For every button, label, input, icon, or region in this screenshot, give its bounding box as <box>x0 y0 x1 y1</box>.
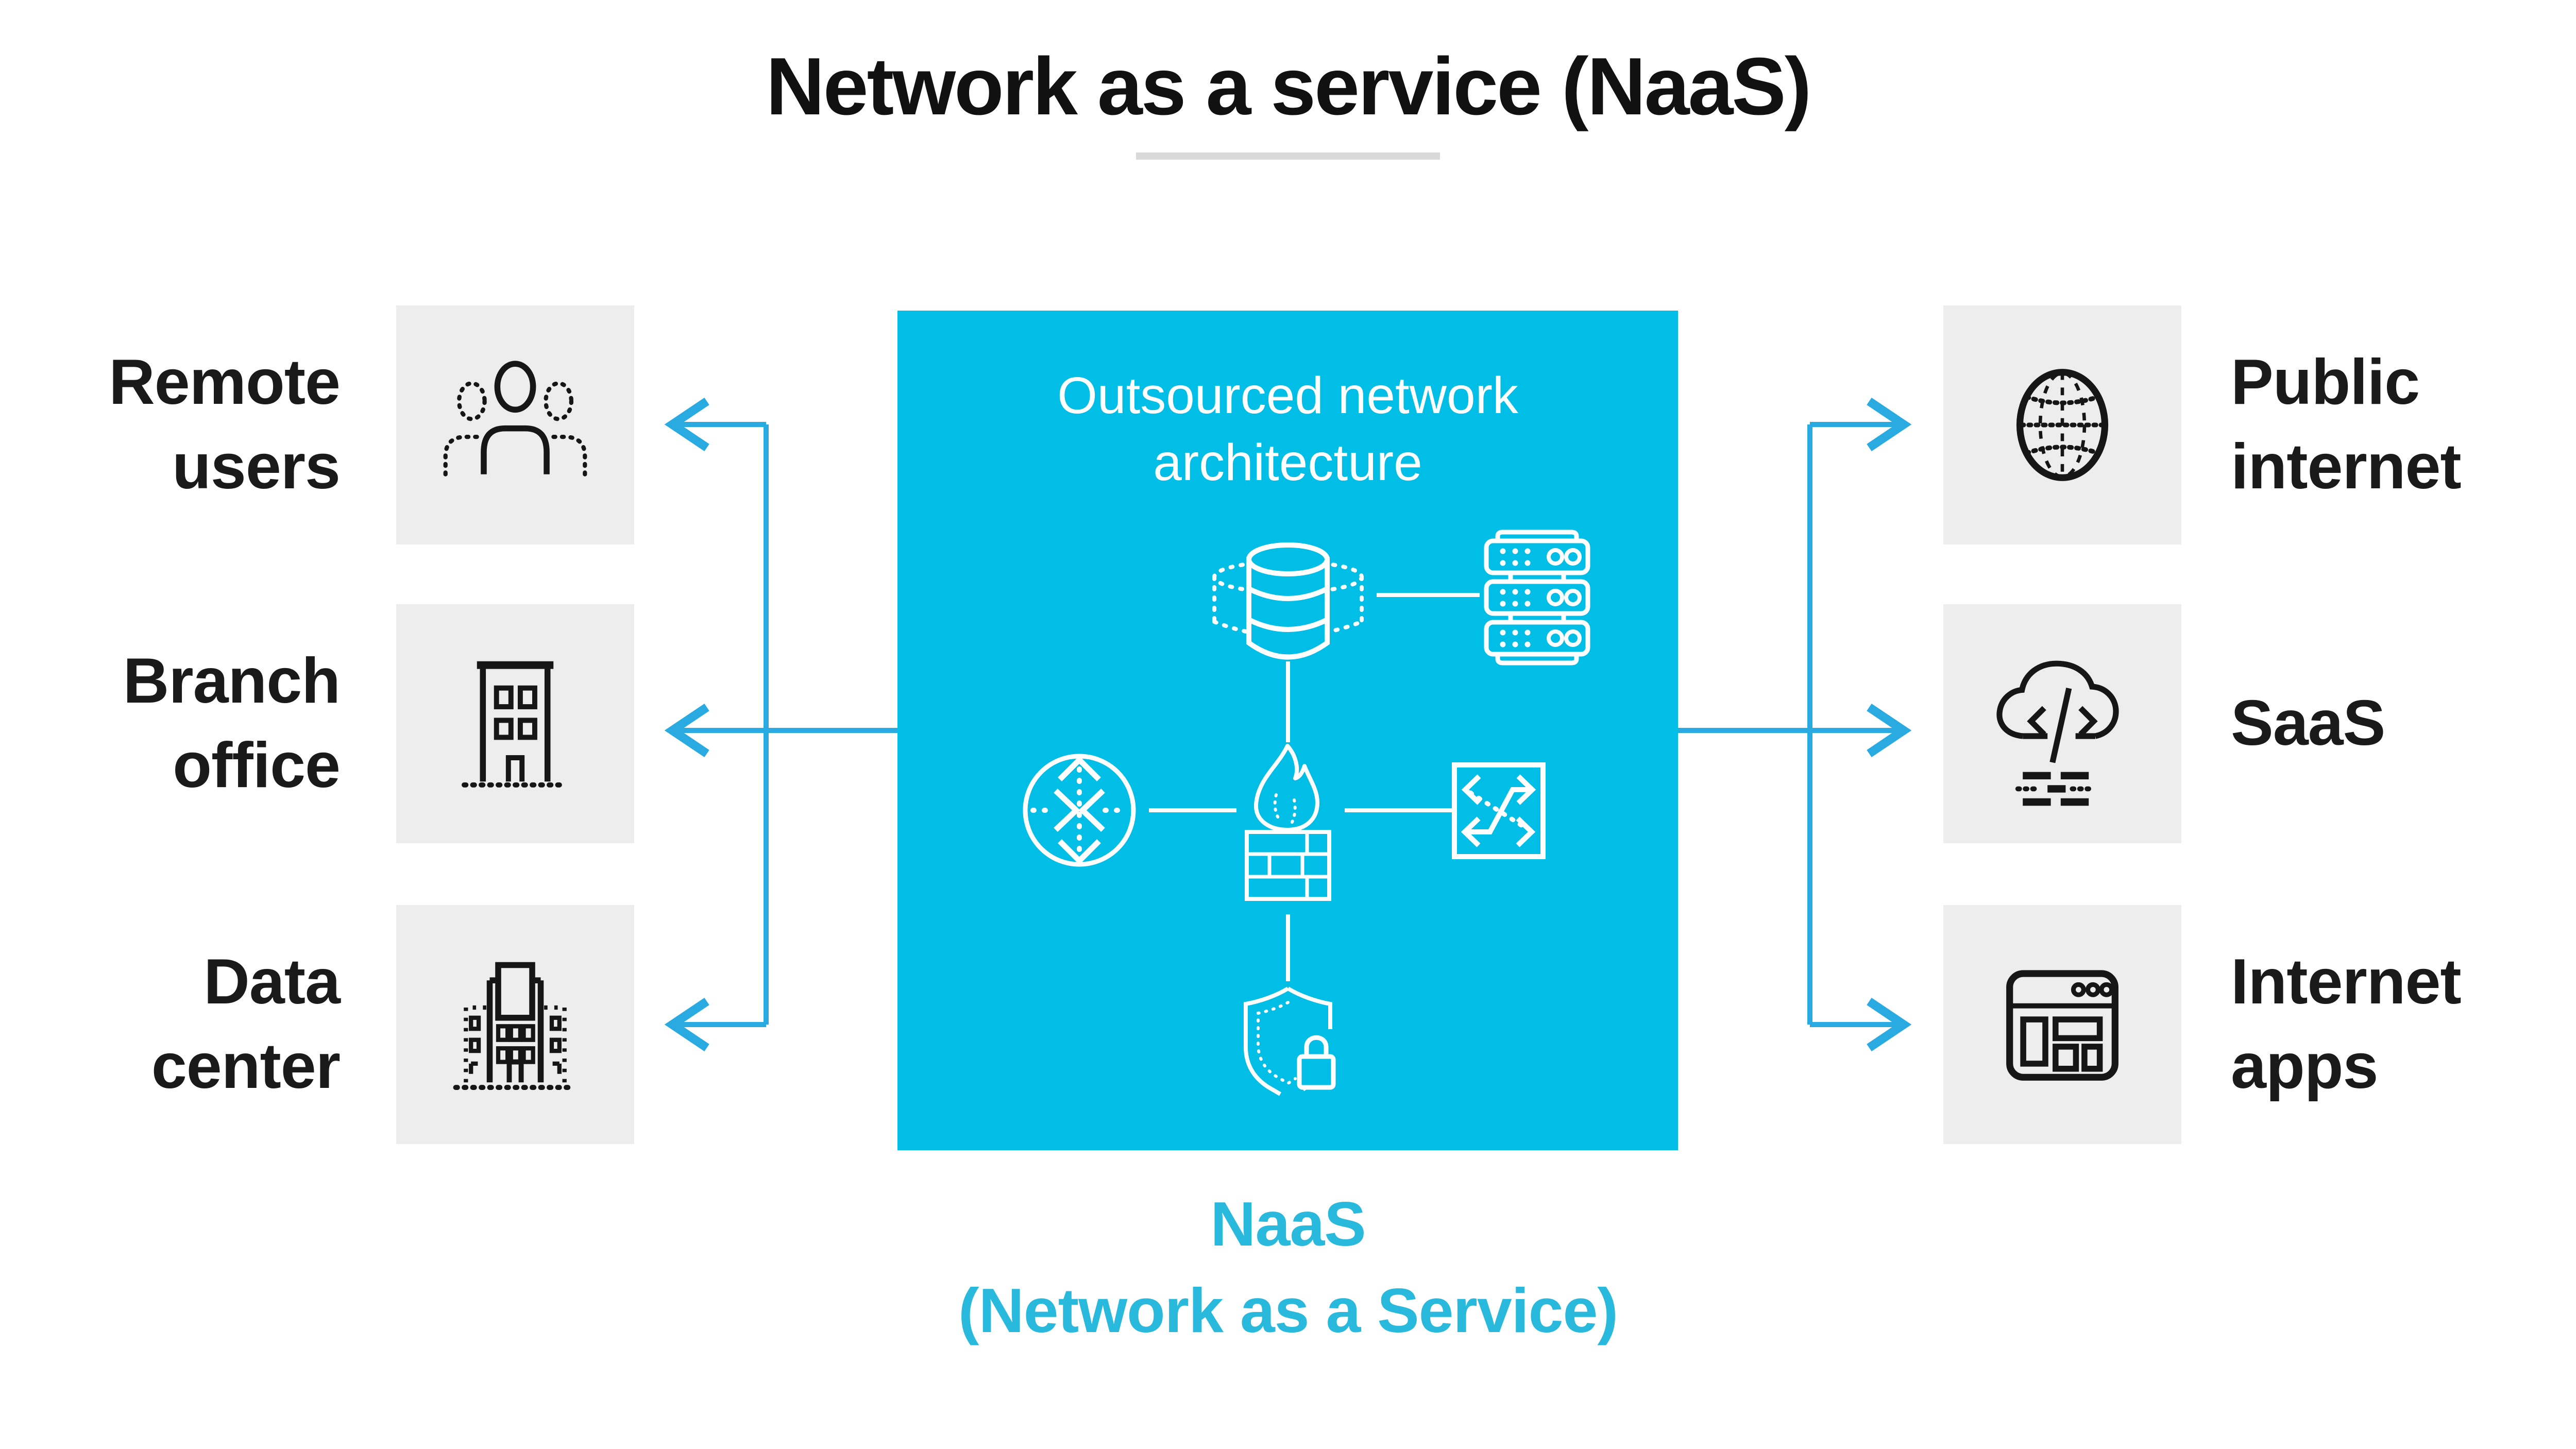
label-branch-office: Branch office <box>123 645 341 801</box>
office-building-icon <box>462 661 569 788</box>
globe-icon <box>2016 369 2109 481</box>
label-public-internet: Public internet <box>2231 347 2462 502</box>
server-rack-icon <box>1484 530 1590 666</box>
saas-box <box>1943 604 2181 843</box>
browser-window-icon <box>2006 970 2119 1081</box>
cloud-code-icon <box>1996 660 2119 806</box>
naas-caption: NaaS (Network as a Service) <box>0 1181 2576 1354</box>
arrowhead-data-center <box>664 997 709 1052</box>
data-center-building-icon <box>453 962 578 1090</box>
shield-lock-icon <box>1244 986 1336 1096</box>
arrow-group-right <box>1678 397 1912 1052</box>
branch-office-box <box>396 604 634 843</box>
page-title: Network as a service (NaaS) <box>766 41 1812 132</box>
label-data-center: Data center <box>151 946 341 1102</box>
outsourced-network-box: Outsourced network architecture <box>897 311 1678 1150</box>
internet-apps-box <box>1943 905 2181 1144</box>
label-remote-users: Remote users <box>109 347 341 502</box>
caption-line2: (Network as a Service) <box>958 1275 1618 1346</box>
arrowhead-remote-users <box>664 397 709 452</box>
router-icon <box>1023 754 1136 867</box>
firewall-icon <box>1245 744 1331 901</box>
arrowhead-internet-apps <box>1867 997 1912 1052</box>
arrowhead-saas <box>1867 703 1912 758</box>
data-center-box <box>396 905 634 1144</box>
arrowhead-branch-office <box>664 703 709 758</box>
center-box-heading: Outsourced network architecture <box>1057 367 1518 491</box>
remote-users-box <box>396 305 634 544</box>
arrowhead-public-internet <box>1867 397 1912 452</box>
caption-line1: NaaS <box>1210 1189 1366 1259</box>
switch-icon <box>1452 762 1546 859</box>
network-architecture-diagram <box>1023 530 1590 1096</box>
database-icon <box>1212 542 1364 660</box>
label-internet-apps: Internet apps <box>2231 946 2462 1102</box>
people-group-icon <box>443 361 587 476</box>
arrow-group-left <box>664 397 897 1052</box>
public-internet-box <box>1943 305 2181 544</box>
label-saas: SaaS <box>2231 688 2385 759</box>
title-underline <box>1136 152 1440 160</box>
